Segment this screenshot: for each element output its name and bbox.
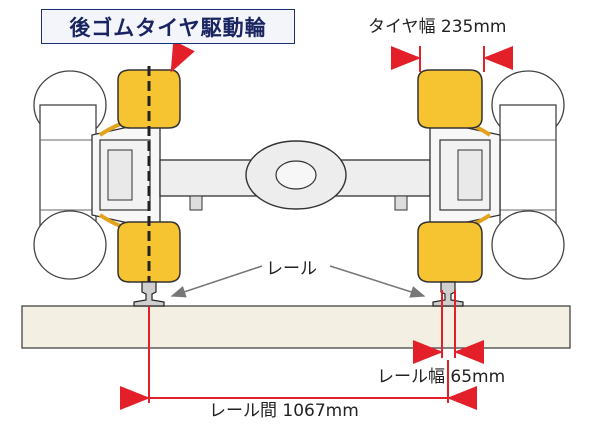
rail-width-dimension <box>413 290 484 364</box>
gauge-dimension <box>120 306 477 410</box>
rail-pointer-right <box>329 265 426 298</box>
tire-width-dimension <box>391 46 513 72</box>
right-rail <box>432 281 464 307</box>
title-text: 後ゴムタイヤ駆動輪 <box>69 15 267 40</box>
right-drive-tire-bottom <box>417 221 483 283</box>
right-outer-wheel-bottom <box>491 210 565 280</box>
axle-housing <box>159 140 431 211</box>
title-pointer-arrow <box>170 40 195 73</box>
left-rail <box>133 281 165 307</box>
left-outer-wheel-bottom <box>33 210 107 280</box>
gauge-label: レール間 1067mm <box>209 401 359 421</box>
right-drive-tire-top <box>417 69 483 129</box>
rail-width-label: レール幅 65mm <box>377 367 506 387</box>
tire-width-label: タイヤ幅 235mm <box>368 17 507 37</box>
rail-label: レール <box>266 259 317 279</box>
rail-pointer-left <box>170 265 263 298</box>
ground-slab <box>21 305 571 349</box>
title-label: 後ゴムタイヤ駆動輪 <box>41 9 295 44</box>
left-wheel-assembly <box>33 66 181 307</box>
right-wheel-assembly <box>417 69 565 307</box>
